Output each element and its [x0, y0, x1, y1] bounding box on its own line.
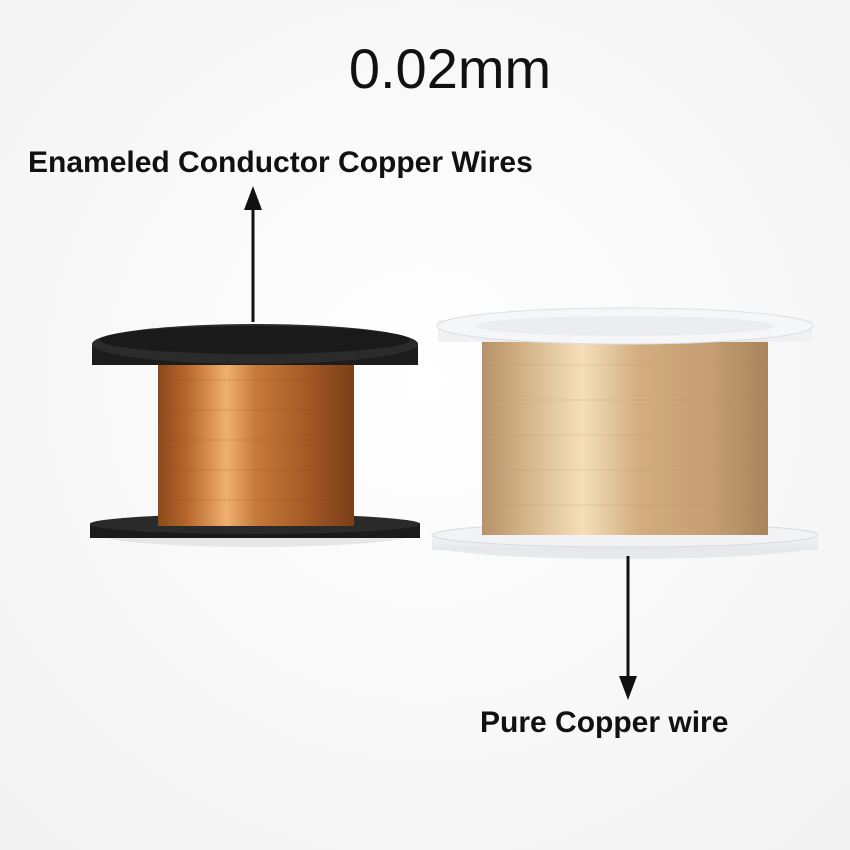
- arrow-down-icon: [619, 556, 637, 700]
- wire-diameter-title: 0.02mm: [348, 37, 552, 100]
- enameled-wire-spool: [90, 324, 420, 547]
- arrow-up-icon: [244, 186, 262, 322]
- pure-wire-spool: [431, 307, 819, 559]
- pure-wire-label: Pure Copper wire: [480, 706, 729, 739]
- enameled-wire-label: Enameled Conductor Copper Wires: [28, 146, 533, 179]
